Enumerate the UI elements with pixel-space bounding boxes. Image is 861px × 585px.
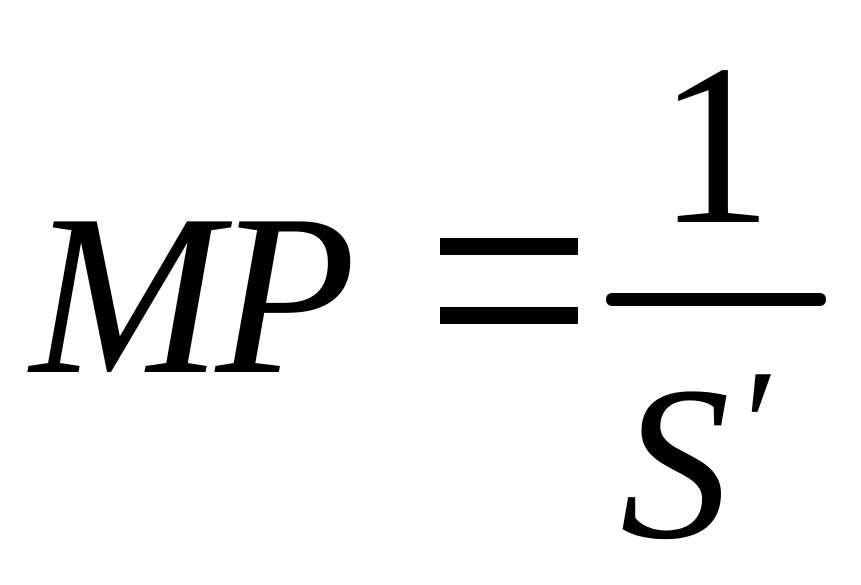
fraction-bar: [606, 293, 826, 306]
equals-bar-top: [440, 238, 578, 255]
formula-lhs: MP: [30, 167, 356, 422]
equals-bar-bottom: [440, 307, 578, 324]
prime-mark: ′: [734, 336, 769, 514]
equals-sign: [440, 238, 578, 324]
fraction-denominator: S′: [620, 345, 769, 573]
fraction-numerator: 1: [657, 17, 773, 272]
denominator-symbol: S: [620, 341, 730, 585]
